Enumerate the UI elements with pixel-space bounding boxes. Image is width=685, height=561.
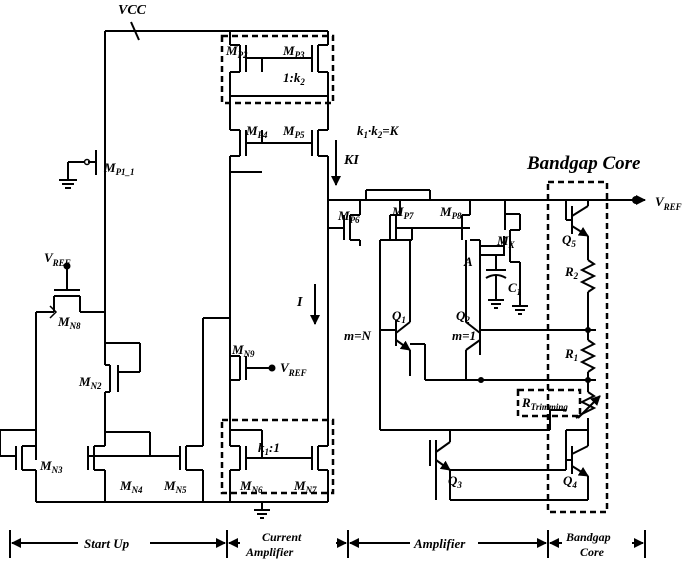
svg-text:Q3: Q3 [448, 473, 462, 490]
svg-text:MP5: MP5 [282, 123, 305, 140]
current-i-label: I [296, 295, 303, 310]
amplifier-circuit [328, 189, 640, 500]
vcc-rail [105, 21, 328, 41]
startup-circuit [0, 31, 328, 503]
mn9-transistor [230, 355, 276, 381]
bandgap-core [450, 180, 609, 514]
section-amplifier: Amplifier [413, 536, 466, 551]
bandgap-core-title: Bandgap Core [526, 153, 641, 174]
vcc-label: VCC [118, 3, 147, 18]
svg-text:MP6: MP6 [337, 208, 360, 225]
svg-text:MN5: MN5 [163, 478, 187, 495]
svg-text:MN8: MN8 [57, 314, 81, 331]
nmos-mirror-bottom [220, 418, 335, 519]
section-current-amp-2: Amplifier [245, 545, 294, 559]
svg-text:MP8: MP8 [439, 204, 462, 221]
component-labels: MP2 MP3 1:k2 MP4 MP5 k1·k2=K MP1_1 Bandg… [39, 43, 682, 495]
svg-text:MP2: MP2 [225, 43, 248, 60]
svg-text:R2: R2 [564, 264, 579, 281]
svg-text:MN9: MN9 [231, 342, 255, 359]
svg-text:Q5: Q5 [562, 232, 576, 249]
svg-text:MN6: MN6 [239, 478, 263, 495]
svg-text:Q4: Q4 [563, 473, 577, 490]
svg-text:m=1: m=1 [452, 328, 476, 343]
svg-text:MN4: MN4 [119, 478, 143, 495]
svg-text:C1: C1 [508, 280, 521, 297]
ratio-k2: 1:k [283, 70, 301, 85]
svg-text:RTrimming: RTrimming [521, 395, 568, 412]
ki-label: KI [343, 153, 359, 168]
pmos-cascode [229, 129, 329, 430]
pmos-mirror-top [220, 31, 335, 130]
svg-text:MN7: MN7 [293, 478, 317, 495]
k-equation: k1·k2=K [357, 123, 400, 140]
section-startup: Start Up [84, 536, 130, 551]
section-bandgap-1: Bandgap [565, 530, 611, 544]
svg-text:m=N: m=N [344, 328, 372, 343]
svg-text:VREF: VREF [655, 194, 682, 212]
svg-text:VREF: VREF [280, 360, 307, 378]
svg-text:A: A [463, 254, 473, 269]
mp2-label: M [225, 43, 238, 58]
svg-text:MP1_1: MP1_1 [103, 160, 135, 177]
section-bar [9, 530, 646, 558]
svg-text:VREF: VREF [44, 250, 71, 268]
svg-text:MN2: MN2 [78, 374, 102, 391]
svg-text:1:k2: 1:k2 [283, 70, 305, 87]
svg-text:R1: R1 [564, 346, 578, 363]
svg-text:MN3: MN3 [39, 458, 63, 475]
svg-text:MP7: MP7 [391, 204, 414, 221]
section-bandgap-2: Core [580, 545, 605, 559]
svg-text:MP4: MP4 [245, 123, 268, 140]
svg-text:Q1: Q1 [392, 308, 406, 325]
svg-text:Q2: Q2 [456, 308, 470, 325]
svg-text:MP3: MP3 [282, 43, 305, 60]
svg-text:k1:1: k1:1 [258, 440, 280, 457]
section-current-amp-1: Current [262, 530, 302, 544]
svg-text:MX: MX [496, 233, 516, 250]
